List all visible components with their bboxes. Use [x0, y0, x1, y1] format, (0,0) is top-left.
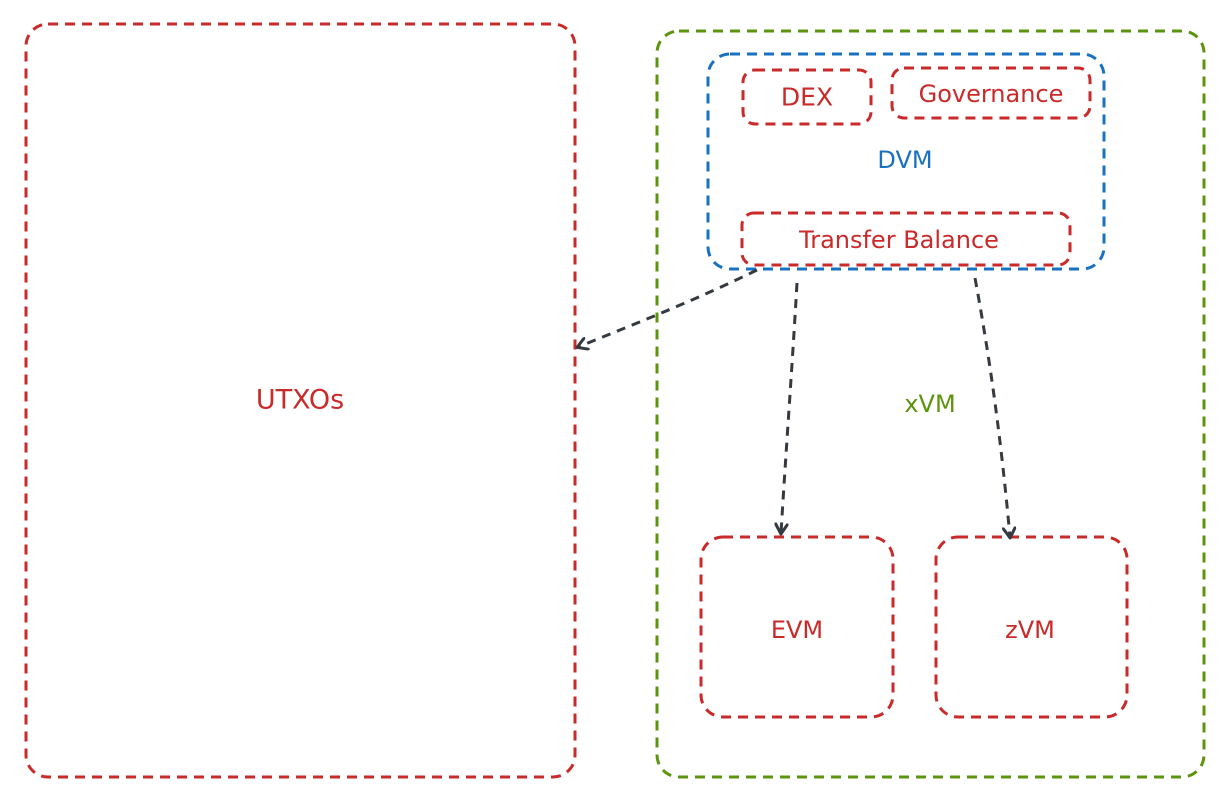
dvm-node: DVM: [706, 52, 1106, 271]
dvm-label: DVM: [877, 146, 932, 174]
zvm-label: zVM: [1005, 616, 1055, 644]
utxos-box: [24, 22, 577, 779]
xvm-label: xVM: [904, 390, 955, 418]
utxos-label: UTXOs: [256, 385, 344, 416]
dex-node: DEX: [741, 68, 873, 126]
arrow-transfer-to-evm: [781, 282, 799, 533]
zvm-node: zVM: [934, 535, 1129, 719]
transfer-balance-node: Transfer Balance: [740, 211, 1072, 267]
governance-box: [890, 66, 1092, 120]
xvm-node: xVM: [655, 29, 1206, 779]
dex-label: DEX: [781, 83, 833, 112]
governance-node: Governance: [890, 66, 1092, 120]
arrow-transfer-to-utxos: [578, 268, 758, 347]
zvm-box: [934, 535, 1129, 719]
xvm-box: [655, 29, 1206, 779]
transfer-balance-label: Transfer Balance: [798, 226, 999, 254]
utxos-node: UTXOs: [24, 22, 577, 779]
dex-box: [741, 68, 873, 126]
arrow-transfer-to-zvm: [973, 277, 1010, 537]
evm-label: EVM: [771, 616, 823, 644]
evm-node: EVM: [699, 535, 895, 719]
governance-label: Governance: [919, 80, 1064, 108]
transfer-balance-box: [740, 211, 1072, 267]
evm-box: [699, 535, 895, 719]
dvm-box: [706, 52, 1106, 271]
